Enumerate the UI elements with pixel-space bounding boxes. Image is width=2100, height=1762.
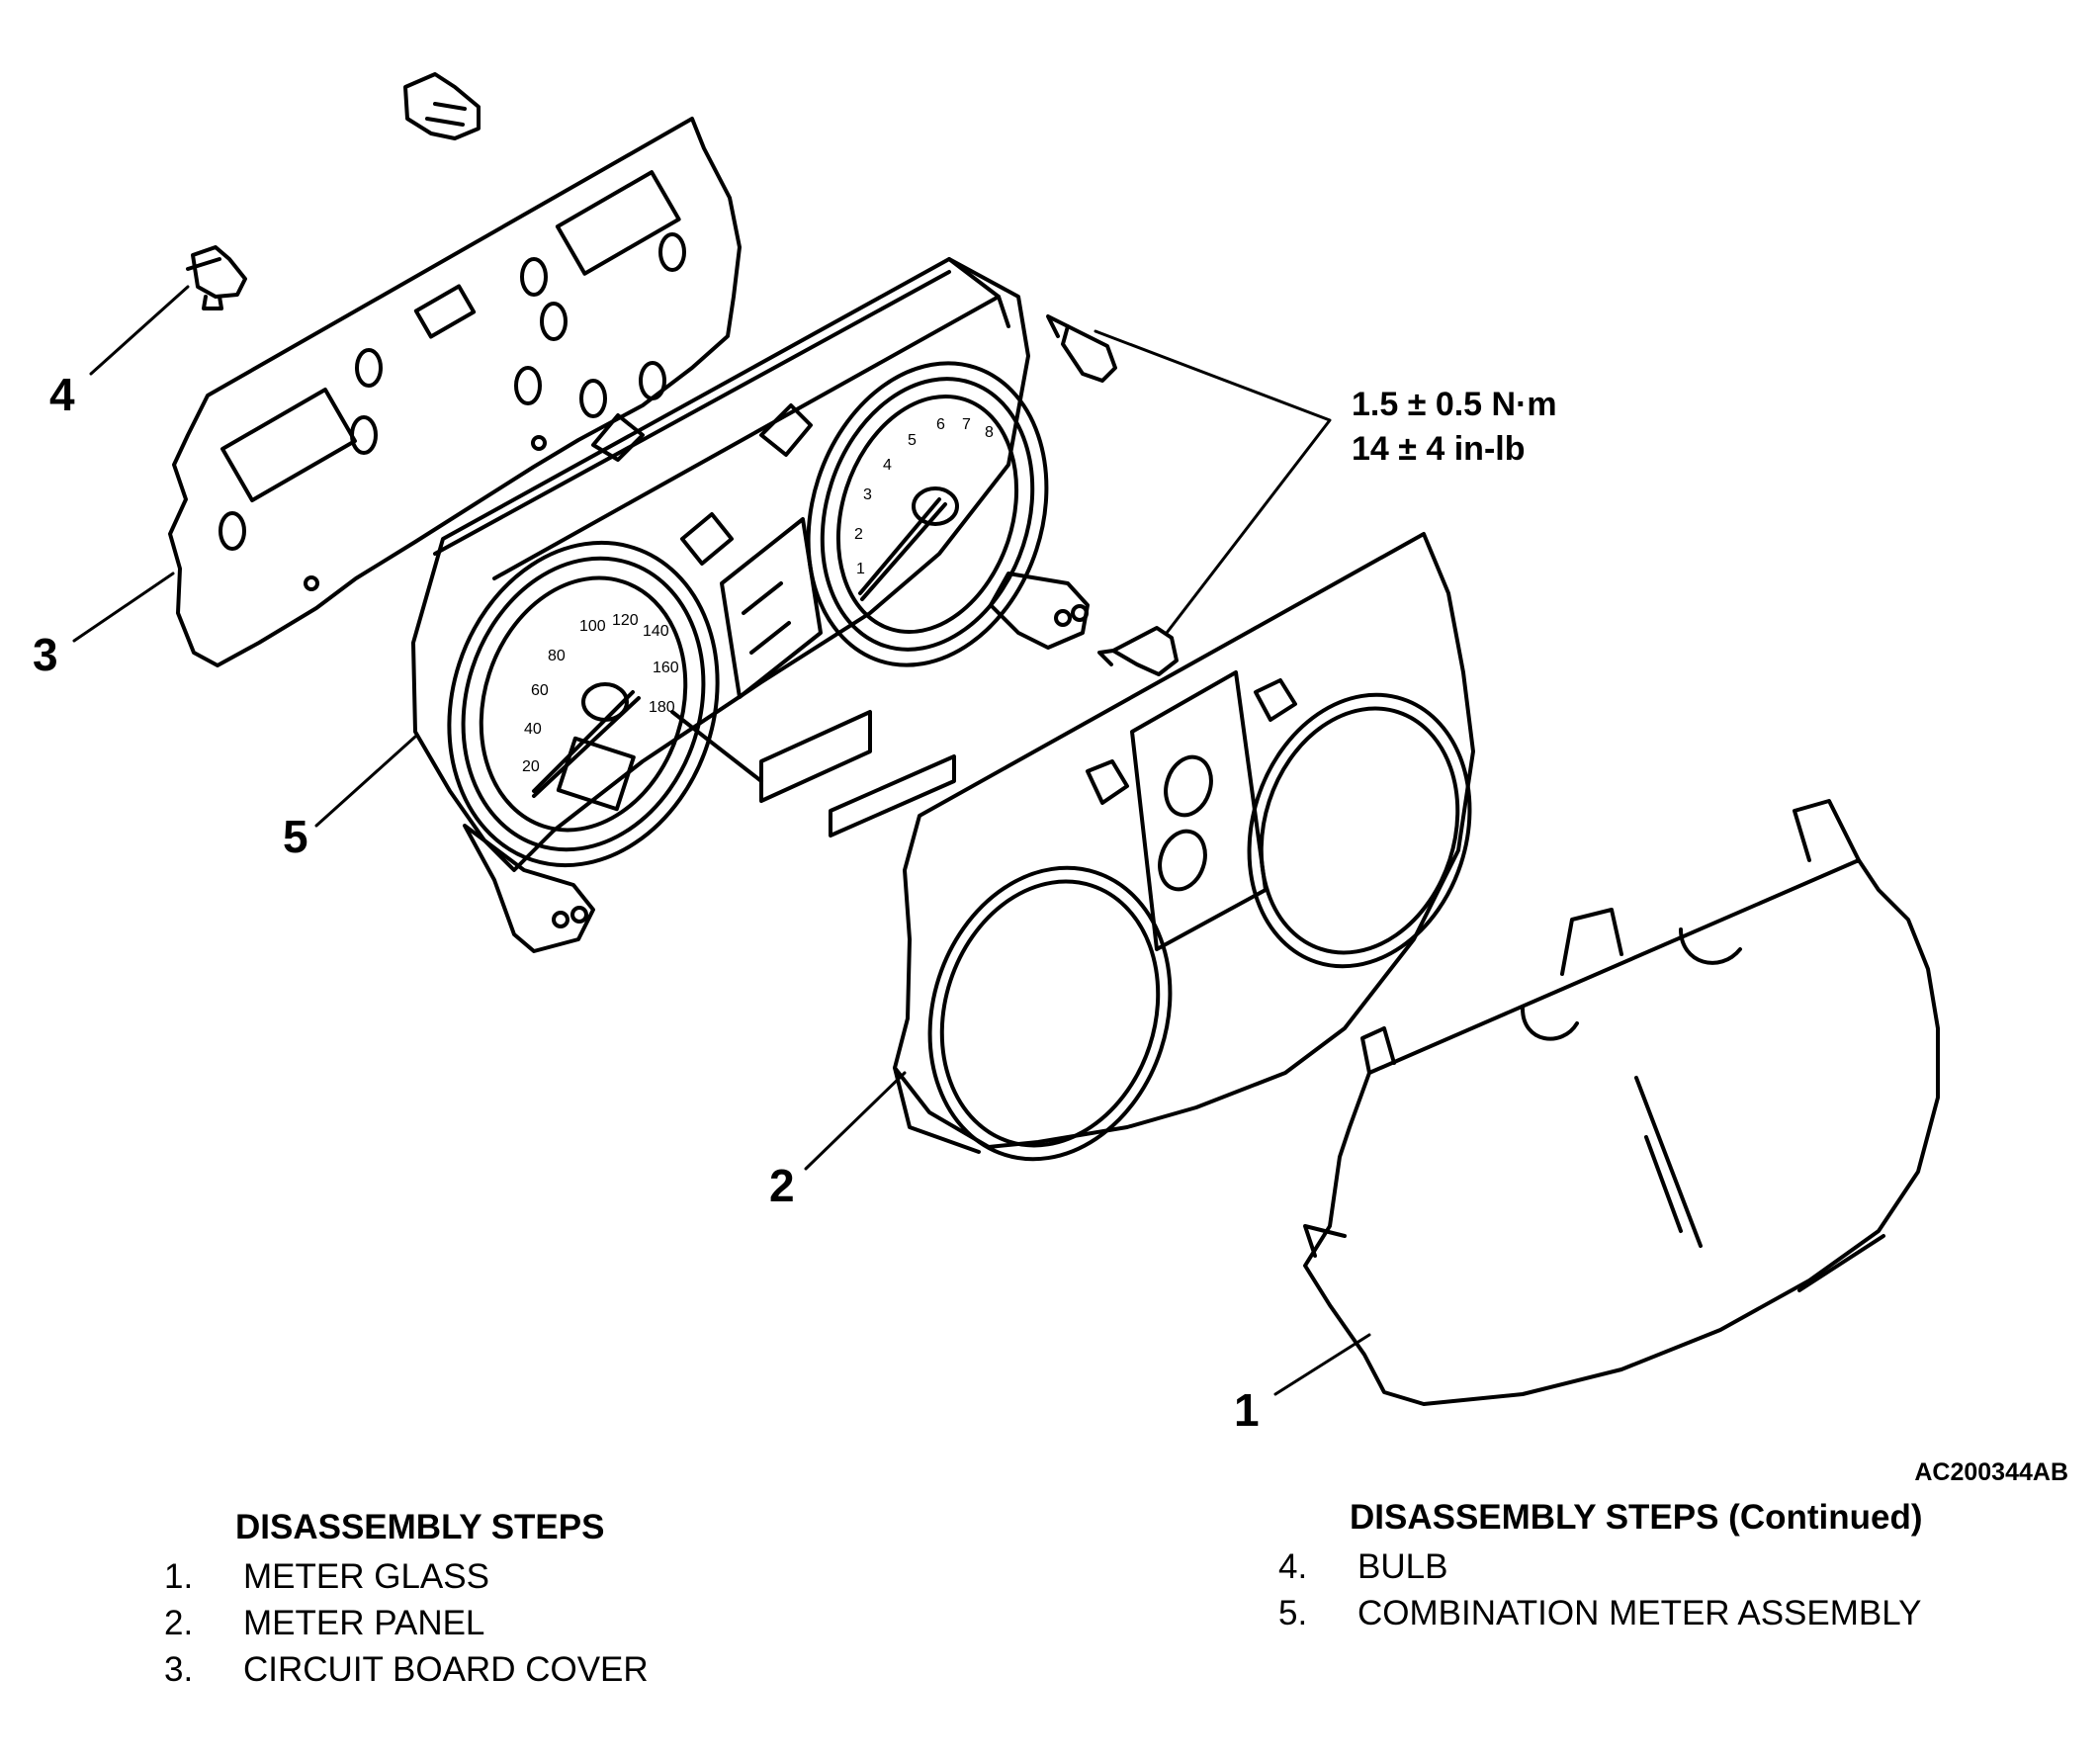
disassembly-steps-list: DISASSEMBLY STEPS 1. METER GLASS 2. METE… (164, 1508, 649, 1693)
tacho-tick: 5 (908, 432, 917, 449)
tacho-tick: 7 (962, 416, 971, 433)
speedo-tick: 80 (548, 648, 566, 664)
callout-3: 3 (33, 629, 58, 680)
speedo-tick: 120 (612, 612, 639, 629)
step-number: 4. (1278, 1547, 1308, 1586)
steps-heading-continued: DISASSEMBLY STEPS (Continued) (1350, 1498, 1923, 1537)
tacho-tick: 6 (936, 416, 945, 433)
speedo-tick: 140 (643, 623, 669, 640)
leader-lines (72, 285, 1371, 1396)
step-label: METER PANEL (243, 1604, 485, 1642)
torque-spec-metric: 1.5 ± 0.5 N·m (1352, 386, 1557, 423)
speedo-tick: 180 (649, 699, 675, 716)
meter-panel (893, 532, 1475, 1162)
circuit-board-cover (168, 117, 742, 667)
combination-meter-assembly (411, 257, 1090, 953)
list-item: 5. COMBINATION METER ASSEMBLY (1278, 1590, 1923, 1636)
callout-2: 2 (769, 1160, 795, 1211)
tachometer-tick-labels: 1 2 3 4 5 6 7 8 (854, 416, 994, 577)
tacho-tick: 3 (863, 486, 872, 503)
step-label: CIRCUIT BOARD COVER (243, 1650, 649, 1689)
callout-1: 1 (1234, 1384, 1260, 1436)
step-label: COMBINATION METER ASSEMBLY (1357, 1594, 1922, 1632)
speedo-tick: 40 (524, 721, 542, 738)
tacho-tick: 4 (883, 457, 892, 474)
speedo-tick: 100 (579, 618, 606, 635)
speedo-tick: 160 (653, 660, 679, 676)
callout-5: 5 (283, 811, 308, 862)
step-number: 1. (164, 1557, 194, 1596)
step-number: 2. (164, 1604, 194, 1642)
step-label: BULB (1357, 1547, 1448, 1586)
tacho-tick: 8 (985, 424, 994, 441)
tacho-tick: 1 (856, 561, 865, 577)
bulb (186, 72, 481, 310)
torque-spec-imperial: 14 ± 4 in-lb (1352, 430, 1525, 468)
speedo-tick: 20 (522, 758, 540, 775)
speedo-tick: 60 (531, 682, 549, 699)
speedometer-tick-labels: 20 40 60 80 100 120 140 160 180 (522, 612, 679, 775)
steps-heading: DISASSEMBLY STEPS (235, 1508, 605, 1546)
step-label: METER GLASS (243, 1557, 489, 1596)
disassembly-steps-continued-list: DISASSEMBLY STEPS (Continued) 4. BULB 5.… (1278, 1498, 1923, 1636)
tacho-tick: 2 (854, 526, 863, 543)
list-item: 1. METER GLASS (164, 1553, 649, 1600)
list-item: 3. CIRCUIT BOARD COVER (164, 1646, 649, 1693)
meter-glass (1303, 799, 1940, 1406)
step-number: 5. (1278, 1594, 1308, 1632)
callout-4: 4 (49, 369, 75, 420)
figure-code: AC200344AB (1914, 1458, 2068, 1486)
list-item: 2. METER PANEL (164, 1600, 649, 1646)
screw (1046, 314, 1179, 676)
list-item: 4. BULB (1278, 1543, 1923, 1590)
step-number: 3. (164, 1650, 194, 1689)
